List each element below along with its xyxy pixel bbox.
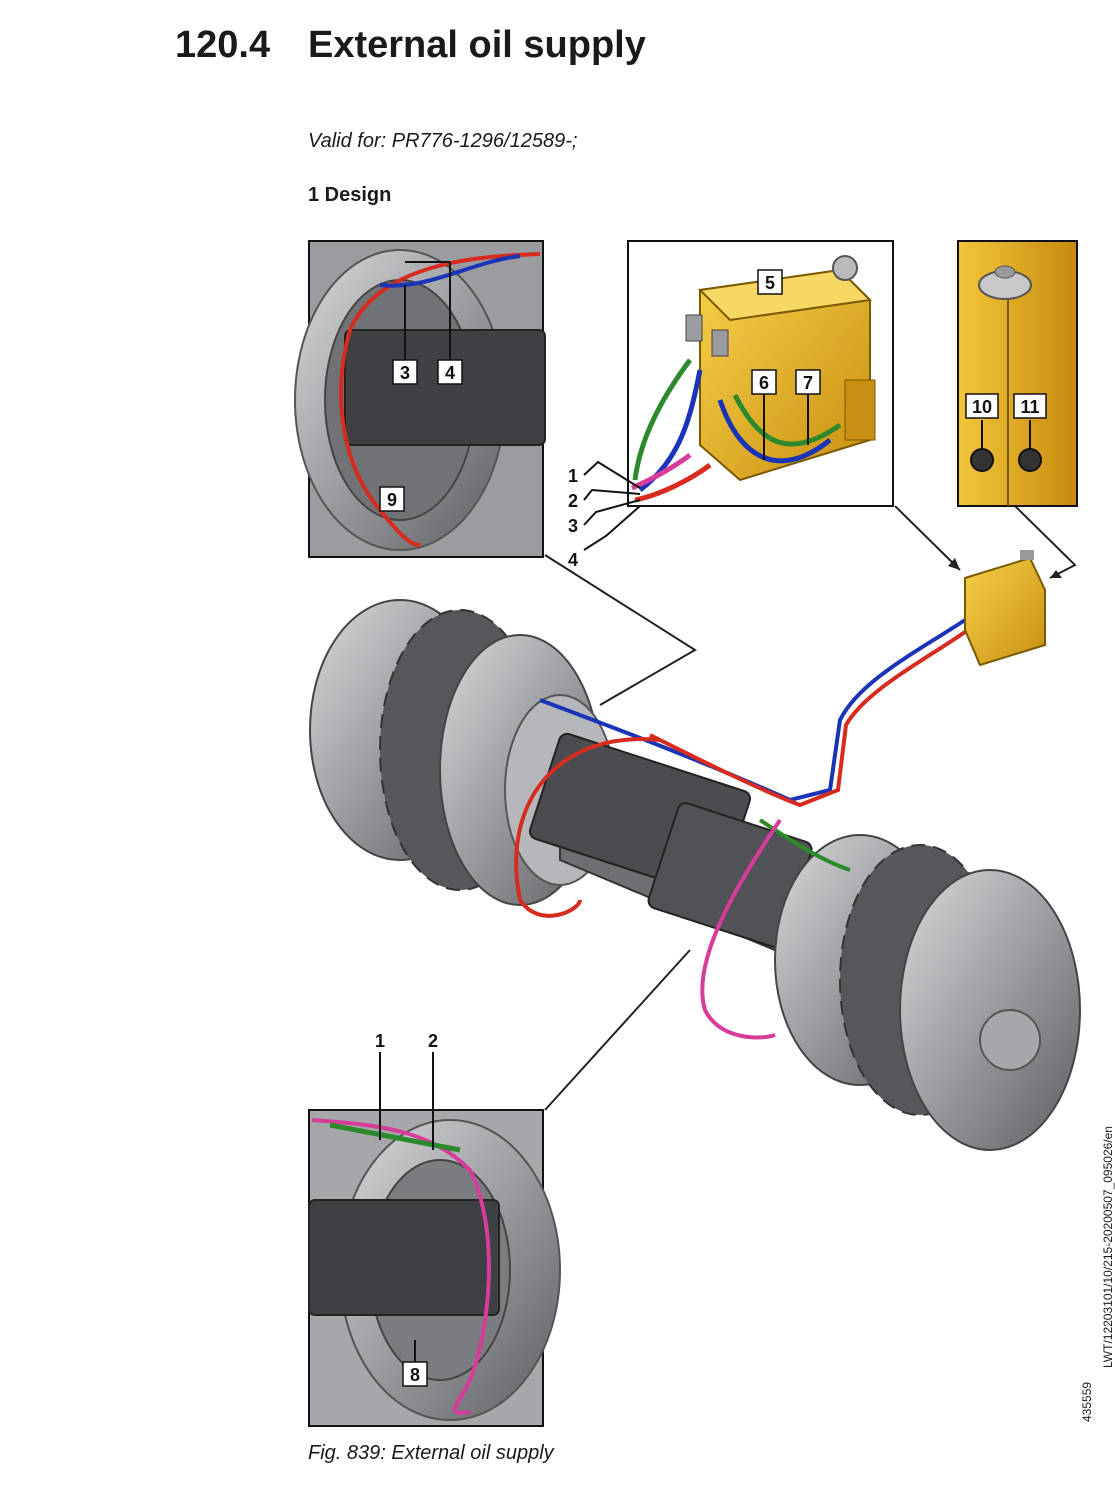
svg-text:10: 10 bbox=[972, 397, 992, 417]
validity-note: Valid for: PR776-1296/12589-; bbox=[308, 130, 578, 152]
svg-text:7: 7 bbox=[803, 373, 813, 393]
callout-label-5: 5 bbox=[757, 269, 783, 295]
callout-label-7: 7 bbox=[795, 369, 821, 395]
figure-caption: Fig. 839: External oil supply bbox=[308, 1442, 554, 1464]
callout-label-3: 3 bbox=[392, 359, 418, 385]
callout-label-8: 8 bbox=[402, 1361, 428, 1387]
arrow-head-icon bbox=[1050, 570, 1062, 578]
section-heading: 120.4 External oil supply bbox=[175, 24, 646, 67]
callout-label-9: 9 bbox=[379, 486, 405, 512]
axle-assembly bbox=[309, 599, 1081, 1151]
inset-bottom-left bbox=[308, 1052, 561, 1427]
callout-label-10: 10 bbox=[965, 393, 999, 419]
callout-label-6: 6 bbox=[751, 369, 777, 395]
svg-text:5: 5 bbox=[765, 273, 775, 293]
section-title: External oil supply bbox=[308, 24, 646, 66]
svg-text:6: 6 bbox=[759, 373, 769, 393]
section-number: 120.4 bbox=[175, 24, 271, 66]
arrow-head-icon bbox=[948, 558, 960, 570]
callout-label-4: 4 bbox=[437, 359, 463, 385]
svg-text:8: 8 bbox=[410, 1365, 420, 1385]
svg-text:11: 11 bbox=[1020, 397, 1039, 417]
callout-label-1: 1 bbox=[568, 466, 578, 486]
svg-text:3: 3 bbox=[400, 363, 410, 383]
leader-line-top-inset bbox=[894, 505, 961, 571]
callout-label-2-lower: 2 bbox=[428, 1031, 438, 1051]
subsection-title: 1 Design bbox=[308, 184, 392, 206]
leader-line-left-inset bbox=[544, 554, 697, 706]
callout-label-4-upper: 4 bbox=[568, 550, 578, 570]
svg-text:9: 9 bbox=[387, 490, 397, 510]
callout-leaders-1-4 bbox=[583, 460, 641, 551]
inset-top-right bbox=[957, 240, 1078, 507]
callout-label-1-lower: 1 bbox=[375, 1031, 385, 1051]
callout-label-3-upper: 3 bbox=[568, 516, 578, 536]
callout-label-2: 2 bbox=[568, 491, 578, 511]
inset-top-left bbox=[294, 240, 546, 558]
leader-line-bottom-inset bbox=[544, 949, 691, 1111]
inset-top-center bbox=[627, 240, 894, 507]
svg-text:4: 4 bbox=[445, 363, 455, 383]
small-tank bbox=[964, 550, 1046, 667]
callout-label-11: 11 bbox=[1013, 393, 1047, 419]
document-reference: LWT/12203101/10/215-20200507_095026/en bbox=[1101, 1126, 1115, 1368]
image-id: 435559 bbox=[1080, 1381, 1094, 1422]
